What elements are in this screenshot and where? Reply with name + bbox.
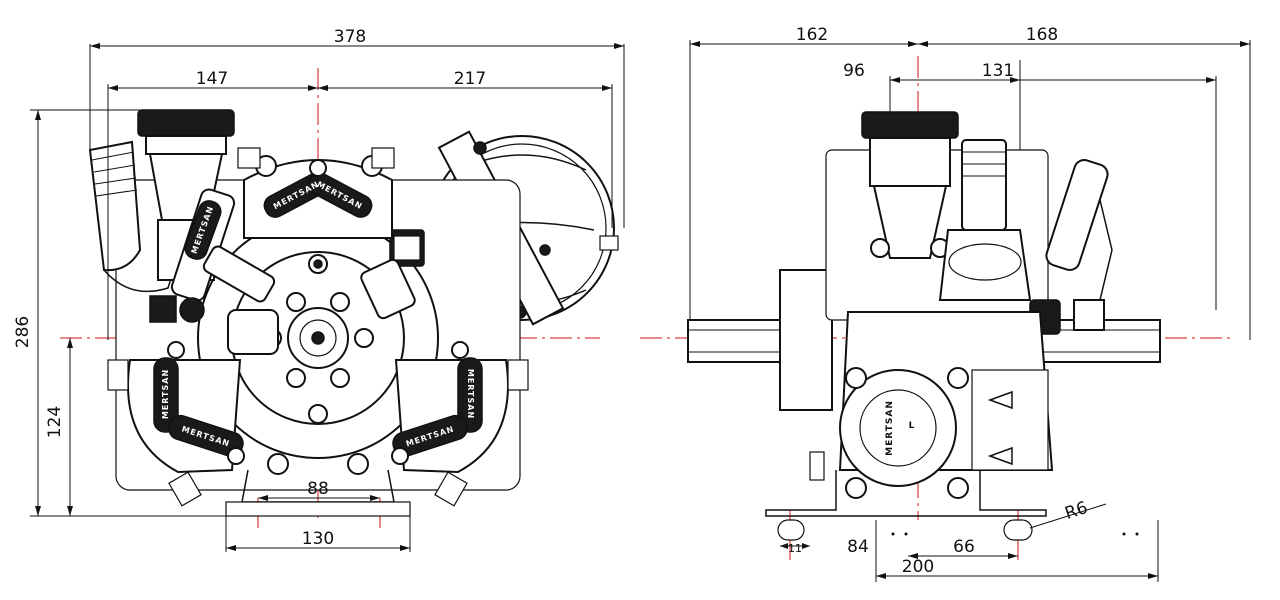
dim-slot-width: 11	[788, 542, 802, 555]
side-brand-label: MERTSAN	[885, 400, 895, 456]
side-base	[765, 470, 1047, 541]
head-top: MERTSAN MERTSAN	[237, 147, 395, 239]
dim-port-offset: 96	[843, 61, 865, 81]
dim-valve-offset: 131	[982, 61, 1014, 81]
side-view: MERTSAN L	[640, 25, 1251, 582]
inlet-hose	[88, 140, 181, 293]
housing-bolts	[262, 254, 374, 475]
dim-side-center-to-right: 168	[1026, 25, 1058, 45]
front-foot	[225, 469, 411, 517]
dim-slot-spacing: 66	[953, 537, 975, 557]
side-filler-cap	[861, 111, 959, 259]
head-bottom-left: MERTSAN MERTSAN	[107, 341, 245, 507]
side-head: MERTSAN L	[809, 311, 1054, 499]
dim-base-width: 200	[902, 557, 934, 577]
front-dimension-lines	[30, 43, 625, 552]
side-regulator	[1029, 159, 1113, 335]
dim-overall-width: 378	[334, 27, 366, 47]
brand-label-bottom-right-a: MERTSAN	[466, 369, 475, 419]
brand-label-bottom-left-a: MERTSAN	[161, 369, 170, 419]
regulator-lever: MERTSAN	[184, 200, 222, 260]
dim-foot-hole-spacing: 88	[307, 479, 329, 499]
dim-slot-edge: 84	[847, 537, 869, 557]
dim-overall-height: 286	[13, 316, 33, 348]
side-dimension-lines	[689, 40, 1251, 582]
side-letter-label: L	[909, 421, 916, 431]
dim-axis-height: 124	[45, 406, 65, 438]
dim-foot-width: 130	[302, 529, 334, 549]
front-view: MERTSAN MERTSAN MERTSAN MERTSAN MERTSAN	[13, 27, 625, 552]
dim-fillet-radius: R6	[1062, 498, 1090, 524]
side-hose-barb	[938, 139, 1032, 301]
dim-side-left-to-center: 162	[796, 25, 828, 45]
dim-left-to-center: 147	[196, 69, 228, 89]
dim-center-to-right: 217	[454, 69, 486, 89]
shaft-center	[311, 331, 325, 345]
head-bottom-right: MERTSAN MERTSAN	[391, 341, 529, 507]
outlet-connector	[360, 229, 425, 320]
